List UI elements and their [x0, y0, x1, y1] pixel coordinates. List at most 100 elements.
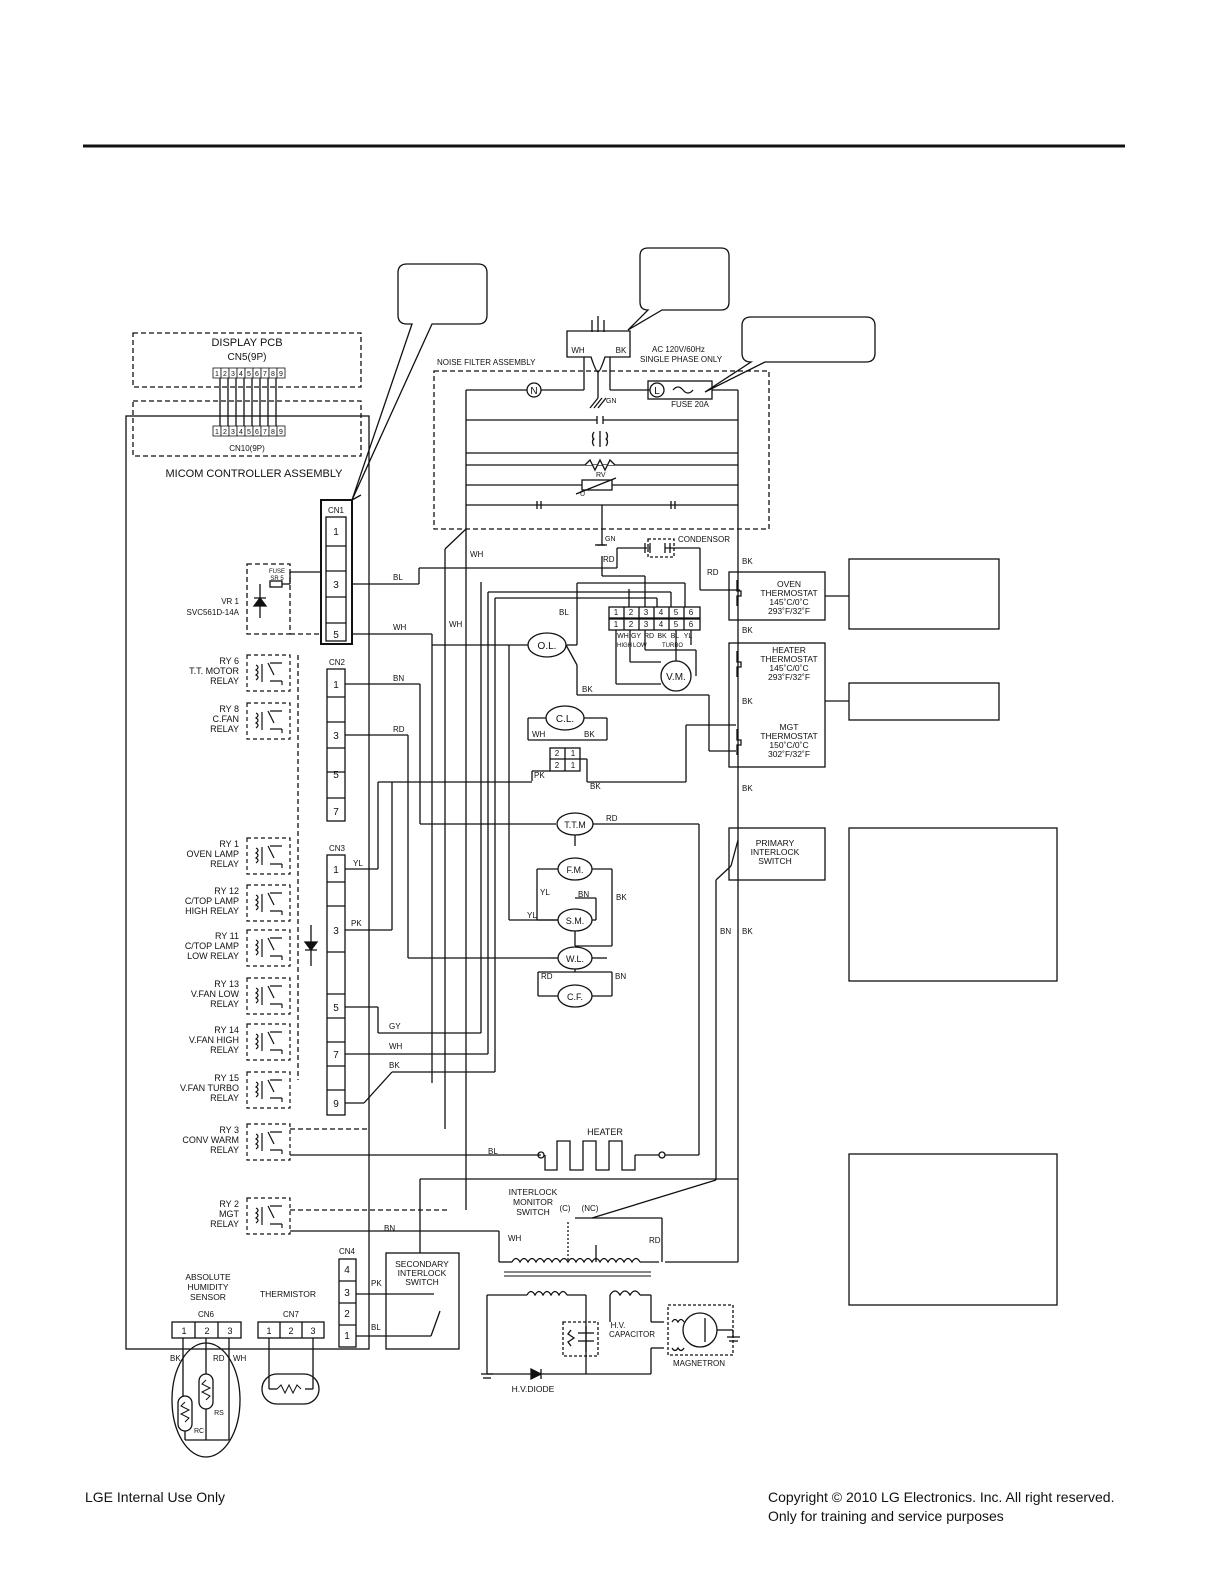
relay-name: RELAY: [210, 1219, 239, 1229]
relay-box: [246, 977, 291, 1015]
wire-color-label: PK: [351, 919, 362, 928]
ol-label: O.L.: [538, 641, 557, 652]
line-terminal: [649, 382, 665, 398]
cf-label: C.F.: [567, 992, 583, 1002]
ribbon-cable: [219, 377, 277, 426]
connector-pins: [212, 367, 286, 437]
transformer-secondary: [526, 1290, 568, 1297]
cn7-pin: 3: [310, 1326, 315, 1336]
pin-number: 6: [255, 371, 259, 378]
relay-box: [246, 1071, 291, 1109]
cn1-pin: 3: [333, 580, 339, 591]
thermostat-mgt-text: THERMOSTAT: [760, 731, 817, 741]
note-box-primary: [848, 827, 1058, 982]
rc-label: RC: [194, 1428, 204, 1435]
cn4-pin: 2: [344, 1309, 350, 1320]
pin-number: 4: [239, 429, 243, 436]
cl-pin: 1: [571, 749, 576, 758]
relay-name: CONV WARM: [182, 1135, 239, 1145]
cn2-pin: 3: [333, 731, 339, 742]
wire-color-label: BL: [371, 1323, 381, 1332]
callout-fuse: [704, 316, 876, 393]
relay-box: [246, 929, 291, 967]
hv-capacitor: [562, 1321, 599, 1357]
humidity-sensor-label: ABSOLUTE: [185, 1272, 231, 1282]
relay-box: [246, 1197, 291, 1235]
vm-pin-bottom: 3: [644, 620, 649, 629]
relay-id: RY 15: [214, 1073, 239, 1083]
footer-internal-use: LGE Internal Use Only: [85, 1489, 226, 1505]
pin-cell: [276, 367, 286, 379]
wl-label: W.L.: [566, 954, 584, 964]
vm-pin-top: 1: [614, 608, 619, 617]
power-rating: AC 120V/60Hz: [652, 345, 705, 354]
wire-color-label: BK: [170, 1354, 181, 1363]
monitor-nc-label: (NC): [582, 1204, 599, 1213]
wire-color-label: BN: [615, 972, 626, 981]
vm-pin-top: 3: [644, 608, 649, 617]
relay-name: MGT: [219, 1209, 239, 1219]
wire-color-label: WH: [389, 1042, 403, 1051]
cn3-pin: 5: [333, 1003, 339, 1014]
humidity-sensor-label: SENSOR: [190, 1292, 226, 1302]
wire-color-label: BN: [578, 890, 589, 899]
cl-label: C.L.: [556, 714, 574, 725]
vm-pin-top: 2: [629, 608, 634, 617]
relay-name: RELAY: [210, 1045, 239, 1055]
cn10-label: CN10(9P): [229, 444, 265, 453]
plug-wh: WH: [571, 346, 585, 355]
wire-color-label: BK: [742, 626, 753, 635]
relay-coil-contact: [254, 1031, 283, 1054]
sensor-rc: [177, 1395, 193, 1432]
footer-training-note: Only for training and service purposes: [768, 1508, 1004, 1524]
relay-coil-contact: [254, 845, 283, 868]
relay-coil-contact: [254, 937, 283, 960]
relay-coil-contact: [254, 1131, 283, 1154]
thermostat-heater-text: HEATER: [772, 645, 806, 655]
ground-label-bottom: GN: [605, 536, 616, 543]
plug-bk: BK: [616, 346, 627, 355]
relay-coil-contact: [254, 892, 283, 915]
sensor-rs: [198, 1373, 214, 1410]
primary-switch-text: PRIMARY: [756, 838, 795, 848]
thermostat-heater-text: 293˚F/32˚F: [768, 672, 810, 682]
wire-color-label: RD: [213, 1354, 225, 1363]
thermostat-mgt-text: 302˚F/32˚F: [768, 749, 810, 759]
pin-number: 7: [263, 429, 267, 436]
cn3-label: CN3: [329, 844, 346, 853]
cn2-pin: 1: [333, 680, 339, 691]
vm-speed-low: LOW: [633, 643, 647, 649]
relay-name: V.FAN HIGH: [189, 1035, 239, 1045]
vm-pin-bottom: 4: [659, 620, 664, 629]
heater-label: HEATER: [587, 1127, 623, 1137]
display-pcb-box: [132, 332, 362, 388]
wire-color-label: BN: [393, 674, 404, 683]
neutral-label: N: [530, 386, 537, 397]
varistor-part: SVC561D-14A: [187, 608, 240, 617]
pin-number: 7: [263, 371, 267, 378]
relay-name: RELAY: [210, 1145, 239, 1155]
wire-color-label: BK: [389, 1061, 400, 1070]
relay-name: T.T. MOTOR: [189, 666, 239, 676]
wire-color-label: BK: [742, 927, 753, 936]
cn6-pin: 2: [204, 1326, 209, 1336]
wire-color-label: BK: [742, 697, 753, 706]
vm-pin-top: 5: [674, 608, 679, 617]
cl-pin: 2: [555, 761, 560, 770]
relay-coil-contact: [254, 710, 283, 733]
relay-box: [246, 654, 291, 692]
note-box-oven: [848, 558, 1000, 630]
vm-pin-top: 6: [689, 608, 694, 617]
wire-color-label: RD: [606, 814, 618, 823]
relay-name: RELAY: [210, 676, 239, 686]
cn6-pin: 1: [181, 1326, 186, 1336]
callout-cn1: [351, 263, 488, 501]
relay-name: V.FAN TURBO: [180, 1083, 239, 1093]
wire-color-label: PK: [371, 1279, 382, 1288]
primary-switch-text: SWITCH: [758, 856, 792, 866]
monitor-c-label: (C): [559, 1204, 570, 1213]
secondary-interlock-switch: [385, 1252, 460, 1350]
relay-name: C/TOP LAMP: [185, 941, 239, 951]
pin-number: 9: [279, 429, 283, 436]
cn3-pin: 9: [333, 1099, 339, 1110]
